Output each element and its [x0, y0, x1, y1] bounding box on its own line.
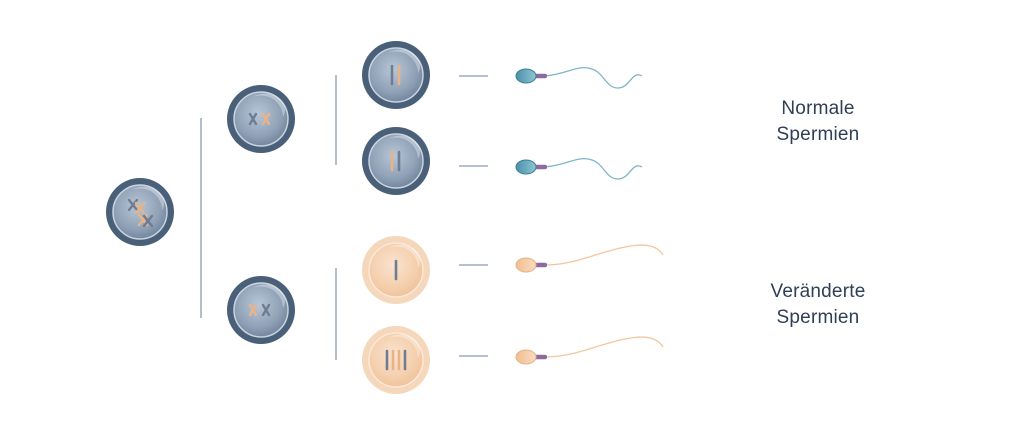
label-altered-line1: Veränderte [770, 281, 866, 302]
label-normal-line1: Normale [781, 98, 855, 119]
chromosomes-x-icon [248, 303, 271, 317]
gamete-cell-2 [362, 127, 430, 195]
chromosomes-x-icon [248, 112, 271, 126]
secondary-cell-top [227, 85, 295, 153]
sperm-normal-2-icon [515, 158, 643, 180]
connector-lines [200, 75, 488, 360]
gamete-cell-3 [362, 236, 430, 304]
gamete-cell-4 [362, 326, 430, 394]
gamete-cell-1 [362, 41, 430, 109]
sperm-altered-2-icon [515, 336, 664, 365]
secondary-cell-bottom [227, 276, 295, 344]
chromosome-bars-icon [390, 150, 401, 172]
sperm-normal-1-icon [515, 67, 643, 89]
chromosome-bars-icon [390, 64, 401, 86]
parent-cell [106, 178, 174, 246]
label-altered-line2: Spermien [776, 307, 860, 328]
label-altered-sperm: Veränderte Spermien [728, 279, 908, 331]
label-normal-line2: Spermien [776, 124, 860, 145]
label-normal-sperm: Normale Spermien [728, 96, 908, 148]
chromosome-pair-x [127, 198, 154, 228]
sperm-altered-1-icon [515, 244, 664, 273]
chromosome-bars-icon [385, 349, 407, 371]
